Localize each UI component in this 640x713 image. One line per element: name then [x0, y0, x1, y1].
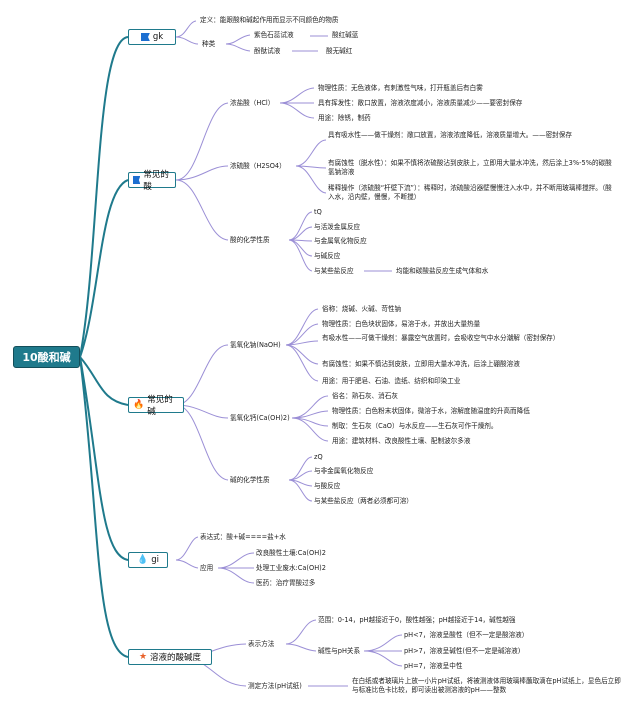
acid-chem-5: 与某些盐反应	[314, 267, 354, 275]
base-chem-3: 与酸反应	[314, 482, 341, 490]
branch-indicator-label: gk	[152, 32, 164, 42]
hcl-node: 浓盐酸（HCl）	[230, 99, 275, 107]
h2so4-absorb: 具有吸水性——做干燥剂：敞口放置，溶液浓度降低，溶液质量增大。——密封保存	[328, 131, 572, 139]
h2so4-node: 浓硫酸（H2SO4）	[230, 162, 286, 170]
branch-common-bases-label: 常见的碱	[147, 395, 173, 417]
indicator-kinds: 种类	[202, 40, 216, 48]
drop-icon: 💧	[137, 554, 149, 565]
ph-acidic: pH<7，溶液呈酸性（但不一定是酸溶液）	[404, 631, 529, 639]
acid-chem-4: 与碱反应	[314, 252, 341, 260]
caoh-node: 氢氧化钙(Ca(OH)2)	[230, 414, 290, 422]
litmus-label: 紫色石蕊试液	[254, 31, 294, 39]
application-1: 改良酸性土壤:Ca(OH)2	[256, 549, 326, 557]
branch-neutralization[interactable]: 💧 gi	[128, 552, 168, 568]
branch-common-acids-label: 常见的酸	[143, 170, 169, 192]
naoh-node: 氢氧化钠(NaOH)	[230, 341, 281, 349]
ph-measurement: 测定方法(pH试纸)	[248, 682, 302, 690]
branch-ph-label: 溶液的酸碱度	[150, 653, 202, 663]
ph-basic: pH>7，溶液呈碱性(但不一定是碱溶液)	[404, 647, 521, 655]
branch-common-acids[interactable]: 常见的酸	[128, 170, 176, 192]
neutralization-applications: 应用	[200, 564, 214, 572]
ph-measurement-detail: 在白纸或者玻璃片上放一小片pH试纸，将被测液体用玻璃棒蘸取滴在pH试纸上，显色后…	[352, 677, 621, 694]
ph-neutral: pH=7，溶液呈中性	[404, 662, 463, 670]
neutralization-expression: 表达式：酸+碱====盐+水	[200, 533, 286, 541]
ph-range: 范围：0-14，pH越接近于0，酸性越强；pH越接近于14，碱性越强	[318, 616, 516, 624]
acid-chem-3: 与金属氧化物反应	[314, 237, 367, 245]
phenolphthalein-result: 酸无碱红	[326, 47, 353, 55]
acid-chem-5-result: 均能和碳酸盐反应生成气体和水	[396, 267, 489, 275]
naoh-physical: 物理性质：白色块状固体，易溶于水，并放出大量热量	[322, 320, 481, 328]
fire-icon: 🔥	[133, 399, 145, 410]
acid-chem-2: 与活泼金属反应	[314, 223, 361, 231]
hcl-uses: 用途：除锈，制药	[318, 114, 371, 122]
hcl-volatile: 具有挥发性：敞口放置，溶液浓度减小，溶液质量减少——要密封保存	[318, 99, 523, 107]
caoh-uses: 用途：建筑材料、改良酸性土壤、配制波尔多液	[332, 437, 471, 445]
ph-representation: 表示方法	[248, 640, 275, 648]
branch-common-bases[interactable]: 🔥 常见的碱	[128, 395, 184, 417]
h2so4-corrosive: 有腐蚀性（脱水性）：如果不慎将浓硫酸沾到皮肤上，立即用大量水冲洗，然后涂上3%-…	[328, 159, 612, 176]
phenolphthalein-label: 酚酞试液	[254, 47, 281, 55]
application-3: 医药：治疗胃酸过多	[256, 579, 316, 587]
star-icon: ★	[138, 651, 148, 662]
naoh-uses: 用途：用于肥皂、石油、造纸、纺织和印染工业	[322, 377, 461, 385]
base-chem-4: 与某些盐反应（两者必须都可溶）	[314, 497, 413, 505]
root-topic[interactable]: 10酸和碱	[13, 346, 80, 368]
h2so4-dilution: 稀释操作（浓硫酸“杆壁下流”）：稀释时，浓硫酸沿器壁慢慢注入水中，并不断用玻璃棒…	[328, 184, 612, 201]
indicator-definition: 定义：能跟酸和碱起作用而显示不同颜色的物质	[200, 16, 339, 24]
flag-icon	[133, 176, 141, 184]
naoh-absorb: 有吸水性——可做干燥剂：暴露空气放置时，会吸收空气中水分潮解（密封保存）	[322, 334, 560, 342]
branch-neutralization-label: gi	[151, 555, 159, 565]
hcl-physical: 物理性质：无色液体，有刺激性气味，打开瓶盖后有白雾	[318, 84, 483, 92]
naoh-corrosive: 有腐蚀性：如果不慎沾到皮肤，立即用大量水冲洗，后涂上硼酸溶液	[322, 360, 520, 368]
naoh-names: 俗称：烧碱、火碱、苛性钠	[322, 305, 402, 313]
acid-chem-1: tQ	[314, 208, 322, 216]
base-chem-2: 与非金属氧化物反应	[314, 467, 374, 475]
branch-ph[interactable]: ★ 溶液的酸碱度	[128, 649, 212, 665]
base-chem-1: zQ	[314, 453, 323, 461]
caoh-physical: 物理性质：白色粉末状固体，微溶于水，溶解度随温度的升高而降低	[332, 407, 530, 415]
application-2: 处理工业废水:Ca(OH)2	[256, 564, 326, 572]
acid-chem-node: 酸的化学性质	[230, 236, 270, 244]
flag-icon	[140, 33, 150, 41]
caoh-names: 俗名：熟石灰、消石灰	[332, 392, 398, 400]
ph-relation: 碱性与pH关系	[318, 647, 361, 655]
caoh-preparation: 制取：生石灰（CaO）与水反应——生石灰可作干燥剂。	[332, 422, 498, 430]
litmus-result: 酸红碱蓝	[332, 31, 359, 39]
base-chem-node: 碱的化学性质	[230, 476, 270, 484]
branch-indicator[interactable]: gk	[128, 29, 176, 45]
